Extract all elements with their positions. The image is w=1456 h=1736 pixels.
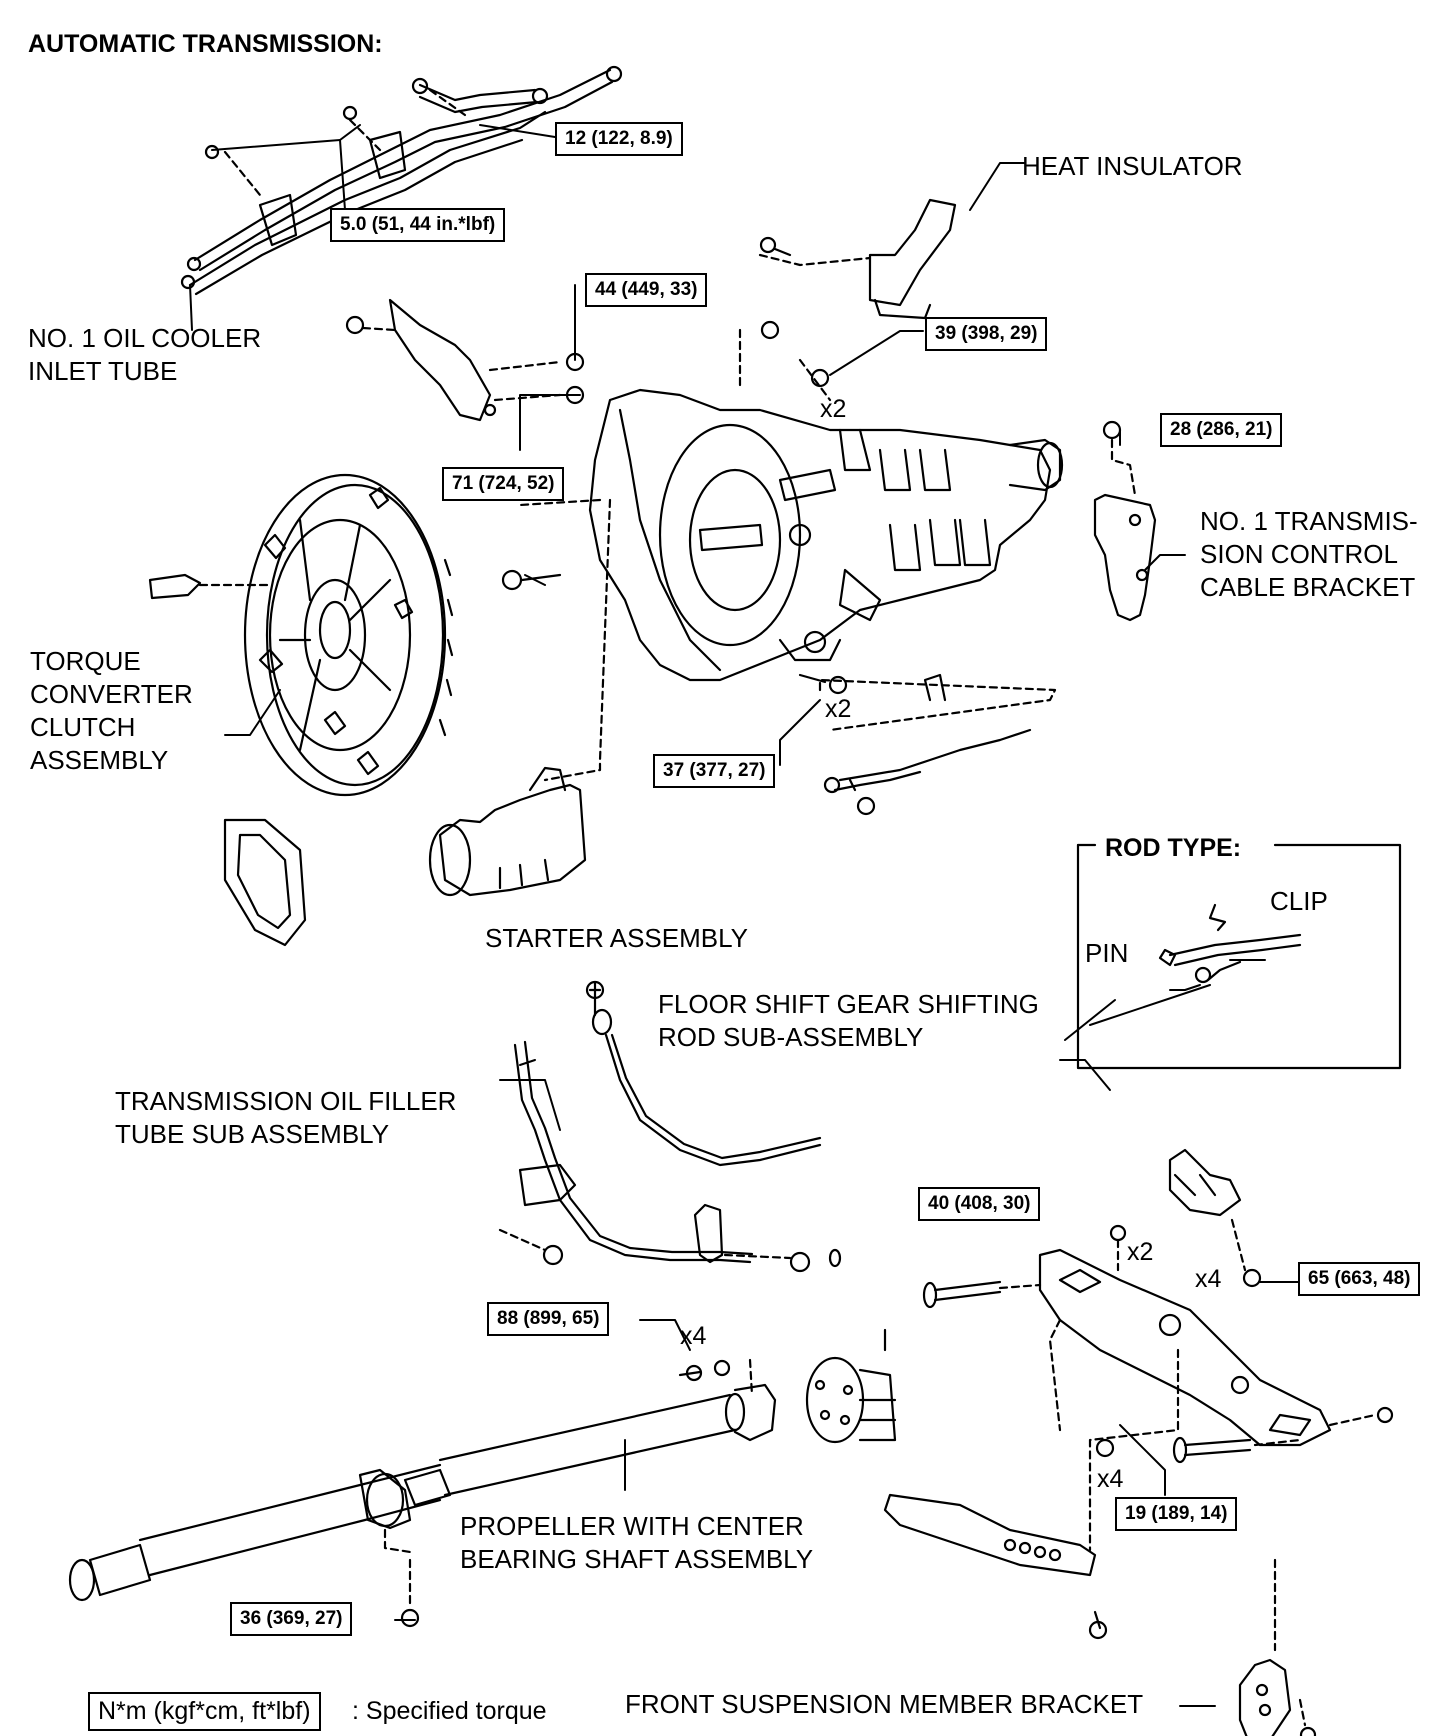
label-floor-shift-rod: FLOOR SHIFT GEAR SHIFTING ROD SUB-ASSEMB… bbox=[658, 989, 1039, 1052]
label-rod-type: ROD TYPE: bbox=[1105, 834, 1242, 862]
propeller-shaft-drawing bbox=[68, 1328, 897, 1628]
torque-spec-88: 88 (899, 65) bbox=[487, 1302, 610, 1336]
legend-description: : Specified torque bbox=[352, 1697, 547, 1725]
suspension-member-drawing bbox=[883, 1438, 1317, 1736]
label-cable-bracket: NO. 1 TRANSMIS- SION CONTROL CABLE BRACK… bbox=[1200, 506, 1418, 602]
label-front-suspension-bracket: FRONT SUSPENSION MEMBER BRACKET bbox=[625, 1689, 1144, 1719]
torque-spec-28: 28 (286, 21) bbox=[1160, 413, 1283, 447]
torque-spec-65: 65 (663, 48) bbox=[1298, 1262, 1421, 1296]
label-oil-cooler-inlet-tube: NO. 1 OIL COOLER INLET TUBE bbox=[28, 323, 262, 386]
transmission-cable-drawing bbox=[823, 673, 1032, 816]
quantity-x4-bolts-88: x4 bbox=[680, 1322, 707, 1350]
label-heat-insulator: HEAT INSULATOR bbox=[1022, 151, 1243, 181]
label-pin: PIN bbox=[1085, 938, 1129, 968]
gasket-drawing bbox=[223, 818, 307, 947]
crossmember-drawing bbox=[922, 1148, 1394, 1552]
quantity-x2-bolts-39: x2 bbox=[820, 395, 847, 423]
heat-insulator-drawing bbox=[758, 198, 957, 320]
diagram-title: AUTOMATIC TRANSMISSION: bbox=[28, 30, 383, 58]
quantity-x2-bolts-37: x2 bbox=[825, 695, 852, 723]
oil-cooler-tube-drawing bbox=[180, 65, 623, 296]
torque-converter-drawing bbox=[148, 473, 454, 797]
engine-bracket-drawing bbox=[345, 298, 585, 422]
torque-spec-44: 44 (449, 33) bbox=[585, 273, 708, 307]
quantity-x2-nuts-40: x2 bbox=[1127, 1238, 1154, 1266]
label-propeller-shaft: PROPELLER WITH CENTER BEARING SHAFT ASSE… bbox=[460, 1511, 814, 1574]
starter-drawing bbox=[428, 766, 587, 897]
torque-spec-37: 37 (377, 27) bbox=[653, 754, 776, 788]
torque-spec-40: 40 (408, 30) bbox=[918, 1187, 1041, 1221]
label-clip: CLIP bbox=[1270, 886, 1328, 916]
oil-filler-tube-drawing bbox=[498, 980, 842, 1273]
label-torque-converter: TORQUE CONVERTER CLUTCH ASSEMBLY bbox=[30, 646, 193, 775]
torque-spec-39: 39 (398, 29) bbox=[925, 317, 1048, 351]
transmission-case-drawing bbox=[501, 320, 1064, 782]
label-starter-assembly: STARTER ASSEMBLY bbox=[485, 923, 748, 953]
torque-spec-71: 71 (724, 52) bbox=[442, 467, 565, 501]
legend-torque-units: N*m (kgf*cm, ft*lbf) bbox=[88, 1692, 321, 1731]
quantity-x4-bolts-19: x4 bbox=[1097, 1465, 1124, 1493]
torque-spec-19: 19 (189, 14) bbox=[1115, 1497, 1238, 1531]
quantity-x4-bolts-65: x4 bbox=[1195, 1265, 1222, 1293]
label-oil-filler-tube: TRANSMISSION OIL FILLER TUBE SUB ASSEMBL… bbox=[115, 1086, 457, 1149]
torque-spec-36: 36 (369, 27) bbox=[230, 1602, 353, 1636]
leader-lines bbox=[189, 124, 1301, 1707]
torque-spec-12: 12 (122, 8.9) bbox=[555, 122, 683, 156]
torque-spec-5: 5.0 (51, 44 in.*lbf) bbox=[330, 208, 506, 242]
rod-type-inset bbox=[1076, 843, 1402, 1070]
cable-bracket-drawing bbox=[1093, 420, 1157, 622]
